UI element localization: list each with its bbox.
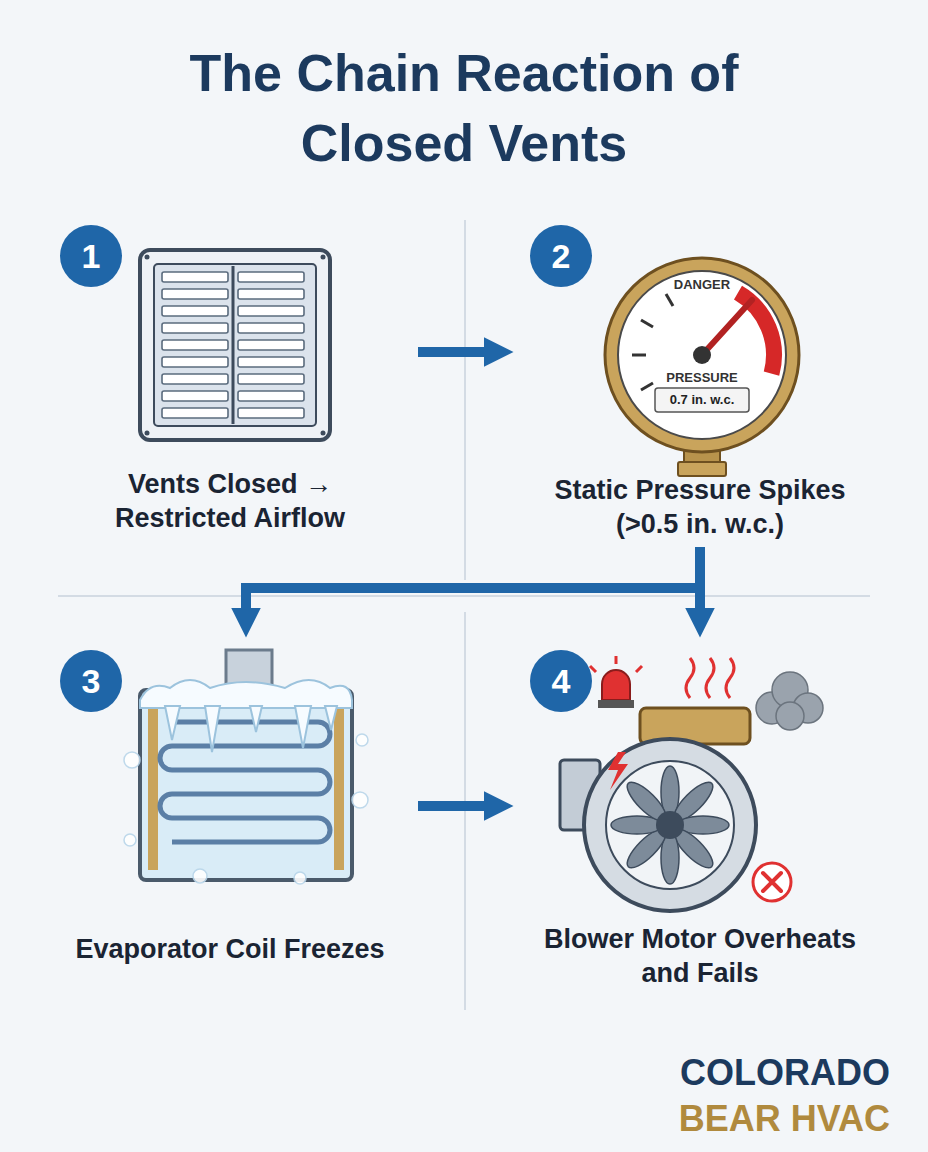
pressure-gauge-part-part	[641, 320, 653, 327]
blower-motor-part-part	[615, 656, 618, 664]
step-caption: Vents Closed → Restricted Airflow	[60, 467, 400, 535]
pressure-gauge-part-part	[641, 383, 653, 390]
evaporator-coil-part	[124, 734, 368, 884]
step-caption: Evaporator Coil Freezes	[60, 932, 400, 966]
step-number-circle: 4	[530, 650, 592, 712]
callout-number: 2	[552, 237, 571, 276]
blower-motor-part	[656, 811, 684, 839]
evaporator-coil-part	[140, 680, 352, 708]
blower-motor-part-part	[776, 702, 804, 730]
evaporator-coil-part-part	[124, 834, 136, 846]
flow-arrow	[695, 547, 705, 618]
gauge-text: PRESSURE	[666, 370, 738, 385]
step-panel: Evaporator Coil Freezes 3	[60, 640, 400, 966]
pressure-gauge-part	[605, 258, 799, 452]
evaporator-coil-part	[148, 700, 158, 870]
evaporator-coil-part-part	[165, 706, 180, 740]
evaporator-coil-part-part	[193, 869, 207, 883]
callout-number: 1	[82, 237, 101, 276]
vent-icon-part	[232, 266, 235, 424]
vent-icon-part	[160, 270, 230, 420]
pressure-gauge-part	[702, 300, 752, 355]
logo-text: BEAR HVAC	[679, 1098, 890, 1140]
vent-icon-part	[145, 431, 150, 436]
blower-motor-part-part	[706, 658, 714, 698]
step-panel: Vents Closed → Restricted Airflow 1	[60, 215, 400, 535]
panel-dividers	[58, 220, 870, 1010]
pressure-gauge-part	[678, 462, 726, 476]
evaporator-coil-part-part	[352, 792, 368, 808]
step-caption: Blower Motor Overheats and Fails	[530, 922, 870, 990]
blower-motor-part	[763, 873, 781, 891]
blower-motor-part	[608, 752, 628, 790]
blower-motor-part	[598, 700, 634, 708]
vent-icon	[140, 250, 330, 440]
blower-motor-part	[611, 766, 729, 884]
evaporator-coil-part	[140, 690, 352, 880]
panel-dividers-part	[464, 220, 466, 580]
blower-motor-part-part	[726, 658, 734, 698]
step-caption: Static Pressure Spikes (>0.5 in. w.c.)	[530, 473, 870, 541]
evaporator-coil-part-part	[124, 752, 140, 768]
vent-icon-part	[145, 255, 150, 260]
evaporator-coil-part-part	[205, 706, 220, 752]
step-number-circle: 3	[60, 650, 122, 712]
flow-arrow	[418, 347, 494, 357]
panel-dividers-part	[58, 595, 870, 597]
step-number-circle: 1	[60, 225, 122, 287]
flow-arrow	[246, 547, 700, 618]
evaporator-coil	[124, 650, 368, 884]
blower-motor-part	[590, 656, 734, 698]
callout-number: 4	[552, 662, 571, 701]
blower-motor-part-part	[636, 666, 642, 672]
gauge-text: DANGER	[674, 277, 730, 292]
callout-number: 3	[82, 662, 101, 701]
blower-motor-part	[602, 670, 630, 700]
evaporator-coil-part	[334, 700, 344, 870]
pressure-gauge-part	[738, 293, 774, 374]
blower-motor-part	[584, 739, 756, 911]
vent-icon-part	[321, 255, 326, 260]
vent-icon-part	[321, 431, 326, 436]
blower-motor-part	[756, 672, 823, 730]
step-number-circle: 2	[530, 225, 592, 287]
logo-text: COLORADO	[680, 1052, 890, 1094]
blower-motor-part-part	[590, 666, 596, 672]
pressure-gauge-part	[618, 271, 786, 439]
flow-arrow	[418, 801, 494, 811]
blower-motor	[560, 656, 823, 911]
evaporator-coil-part-part	[356, 734, 368, 746]
pressure-gauge	[605, 258, 799, 476]
pressure-gauge-part	[693, 346, 711, 364]
blower-motor-part	[753, 863, 791, 901]
vent-icon-part	[154, 264, 316, 426]
evaporator-coil-part-part	[295, 706, 311, 748]
pressure-gauge-part-part	[666, 294, 673, 306]
evaporator-coil-part-part	[325, 706, 337, 730]
evaporator-coil-part-part	[294, 872, 306, 884]
vent-icon-part	[236, 270, 306, 420]
blower-motor-part-part	[686, 658, 694, 698]
pressure-gauge-part-part	[632, 354, 646, 357]
gauge-text: 0.7 in. w.c.	[670, 392, 735, 407]
blower-motor-part	[606, 761, 734, 889]
vent-icon-part	[140, 250, 330, 440]
diagram-title: The Chain Reaction of Closed Vents	[120, 38, 808, 178]
evaporator-coil-part	[165, 706, 337, 752]
evaporator-coil-part-part	[250, 706, 262, 732]
step-panel: Blower Motor Overheats and Fails 4	[530, 640, 870, 990]
pressure-gauge-part	[655, 388, 749, 412]
